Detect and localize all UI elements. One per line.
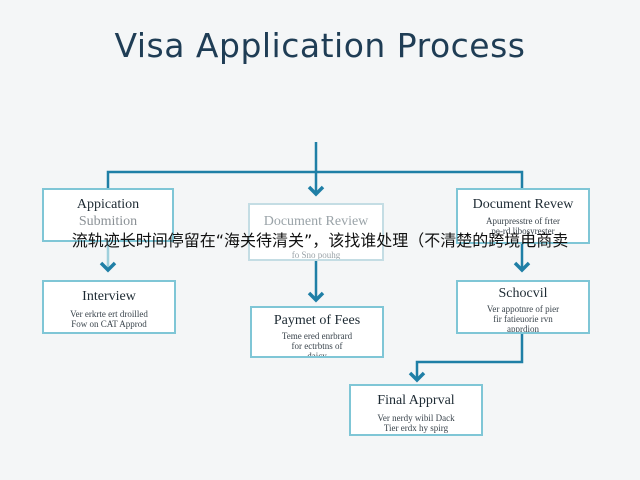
payment-title: Paymet of Fees <box>273 313 361 328</box>
schedule-sub1: Ver appotnre of pier <box>486 304 560 314</box>
document-review-center-box: Document Review fo Sno pouhg <box>248 203 384 261</box>
schedule-sub2: fir fatieuorie rvn <box>493 314 553 324</box>
schedule-title: Schocvil <box>498 286 548 301</box>
document-review-right-title: Document Revew <box>472 197 574 212</box>
schedule-sub3: apprdion <box>507 324 539 334</box>
interview-sub1: Ver erkrte ert droilled <box>70 309 148 319</box>
interview-title: Interview <box>82 289 136 304</box>
final-approval-sub1: Ver nerdy wibil Dack <box>377 413 455 423</box>
interview-sub2: Fow on CAT Approd <box>71 319 147 329</box>
application-label: Appication <box>76 197 140 212</box>
document-review-right-box: Document Revew Apurpresstre of frter pe-… <box>456 188 590 244</box>
diagram-title: Visa Application Process <box>114 26 526 65</box>
payment-of-fees-box: Paymet of Fees Teme ered enrbrard for ec… <box>250 306 384 358</box>
line-schedule-to-final <box>408 332 524 383</box>
payment-sub3: daicy <box>307 351 327 358</box>
final-approval-sub2: Tier erdx hy spirg <box>383 423 449 433</box>
submission-label: Submition <box>78 214 138 229</box>
final-approval-box: Final Apprval Ver nerdy wibil Dack Tier … <box>349 384 483 436</box>
payment-sub2: for ectrbtns of <box>291 341 343 351</box>
document-review-center-sub: fo Sno pouhg <box>291 250 341 260</box>
interview-box: Interview Ver erkrte ert droilled Fow on… <box>42 280 176 334</box>
schedule-box: Schocvil Ver appotnre of pier fir fatieu… <box>456 280 590 334</box>
document-review-right-sub2: pe-rd libosyrester <box>491 226 555 236</box>
overlay-text: 流轨迹长时间停留在“海关待清关”，该找谁处理（不清楚的跨境电商卖 <box>71 231 569 250</box>
document-review-center-title: Document Review <box>263 214 369 229</box>
final-approval-title: Final Apprval <box>377 393 455 408</box>
payment-sub1: Teme ered enrbrard <box>281 331 353 341</box>
document-review-right-sub1: Apurpresstre of frter <box>486 216 560 226</box>
application-submission-box: Appication Submition <box>42 188 174 242</box>
